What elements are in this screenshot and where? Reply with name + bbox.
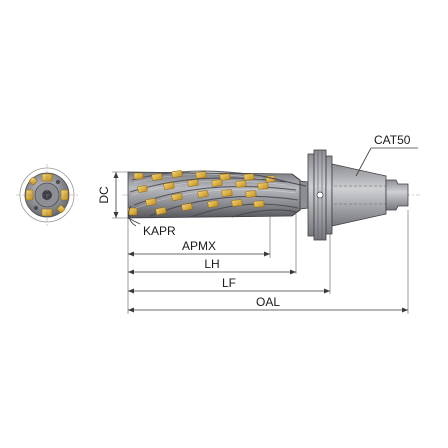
cutter-end-view-icon (16, 164, 78, 226)
lh-dimension: LH (128, 257, 296, 275)
shank-callout: CAT50 (355, 133, 418, 177)
porcupine-cutter-icon (127, 170, 309, 219)
apmx-label: APMX (182, 239, 216, 253)
oal-dimension: OAL (128, 295, 408, 313)
kapr-label: KAPR (143, 224, 176, 238)
lf-label: LF (222, 276, 236, 290)
lf-dimension: LF (128, 276, 330, 294)
cat50-shank (307, 149, 409, 241)
oal-label: OAL (256, 295, 280, 309)
apmx-dimension: APMX (128, 239, 270, 257)
shank-label: CAT50 (374, 133, 411, 147)
dc-dimension: DC (97, 171, 130, 219)
dc-label: DC (97, 186, 111, 204)
kapr-dimension: KAPR (127, 205, 176, 238)
lh-label: LH (204, 257, 219, 271)
